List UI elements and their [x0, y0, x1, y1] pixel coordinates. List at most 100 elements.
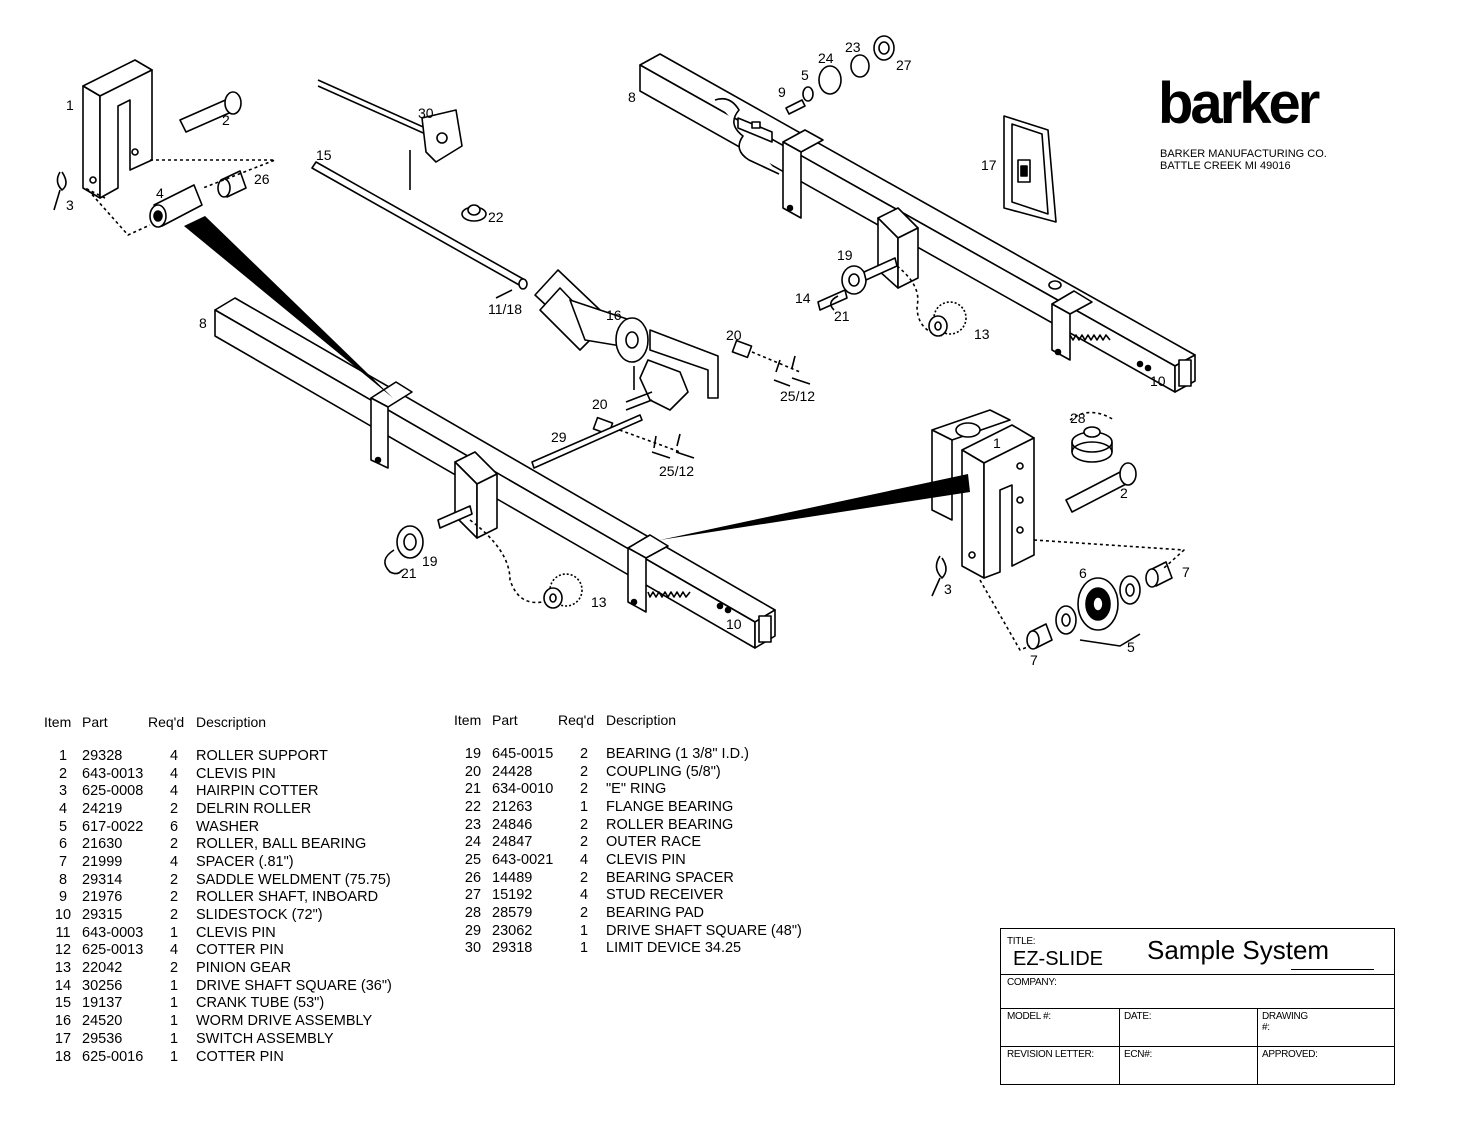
cell-description: CLEVIS PIN	[606, 851, 686, 868]
cell-reqd: 4	[170, 853, 179, 870]
cell-item: 29	[464, 922, 482, 939]
cell-item: 12	[54, 942, 72, 959]
date-label: DATE:	[1124, 1011, 1152, 1022]
cell-reqd: 4	[580, 851, 589, 868]
header-description: Description	[606, 712, 677, 728]
callout-13-upper: 13	[974, 326, 990, 342]
cell-part: 643-0003	[82, 924, 144, 941]
callout-28: 28	[1070, 410, 1086, 426]
cell-item: 5	[58, 818, 68, 835]
company-label: COMPANY:	[1007, 977, 1057, 988]
cell-description: SADDLE WELDMENT (75.75)	[196, 871, 391, 888]
callout-2-right: 2	[1120, 485, 1128, 501]
cell-part: 29318	[492, 940, 533, 957]
cell-reqd: 2	[170, 907, 179, 924]
lower-bearing-assembly	[384, 505, 583, 609]
callout-14: 14	[795, 290, 811, 306]
cell-part: 15192	[492, 887, 533, 904]
parts-table-row: 12 625-0013 4 COTTER PIN	[44, 942, 392, 960]
limit-device	[317, 79, 463, 190]
callout-8-upper: 8	[628, 89, 636, 105]
callout-24: 24	[818, 50, 834, 66]
cell-item: 22	[464, 798, 482, 815]
detail-pointer-left	[184, 216, 393, 398]
cell-description: COTTER PIN	[196, 942, 284, 959]
callout-1-right: 1	[993, 435, 1001, 451]
callout-16: 16	[606, 307, 622, 323]
cell-part: 625-0013	[82, 942, 144, 959]
cell-item: 21	[464, 781, 482, 798]
callout-21-lower: 21	[401, 565, 417, 581]
callout-13-lower: 13	[591, 594, 607, 610]
cell-part: 21630	[82, 836, 123, 853]
header-part: Part	[82, 714, 108, 730]
cell-reqd: 2	[580, 834, 589, 851]
cell-reqd: 1	[170, 1013, 179, 1030]
callout-4: 4	[156, 185, 164, 201]
ecn-label: ECN#:	[1124, 1049, 1152, 1060]
cell-part: 21999	[82, 853, 123, 870]
cell-description: PINION GEAR	[196, 960, 292, 977]
callout-19-upper: 19	[837, 247, 853, 263]
upper-bearing-assembly	[817, 257, 967, 337]
exploded-assembly-drawing: 1 2 3 4 26 30 15 22 11/18 8 8 16 9 5 24 …	[53, 35, 1196, 668]
cell-item: 15	[54, 995, 72, 1012]
revision-letter-label: REVISION LETTER:	[1007, 1049, 1094, 1060]
callout-6: 6	[1079, 565, 1087, 581]
roller-shaft-parts	[785, 35, 895, 115]
cell-reqd: 2	[580, 763, 589, 780]
cell-item: 8	[58, 871, 68, 888]
cell-item: 25	[464, 851, 482, 868]
callout-10-lower: 10	[726, 616, 742, 632]
roller-support-group-left	[53, 59, 276, 236]
cell-item: 6	[58, 836, 68, 853]
cell-item: 23	[464, 816, 482, 833]
cell-reqd: 1	[580, 798, 589, 815]
cell-part: 645-0015	[492, 745, 554, 762]
cell-description: DELRIN ROLLER	[196, 800, 312, 817]
cell-item: 19	[464, 745, 482, 762]
cell-description: LIMIT DEVICE 34.25	[606, 940, 742, 957]
approved-label: APPROVED:	[1262, 1049, 1318, 1060]
cell-reqd: 2	[580, 905, 589, 922]
callout-11-18: 11/18	[488, 301, 522, 317]
callout-25-12-lower: 25/12	[659, 463, 694, 479]
cell-reqd: 4	[170, 942, 179, 959]
callout-labels: 1 2 3 4 26 30 15 22 11/18 8 8 16 9 5 24 …	[66, 39, 1190, 668]
callout-20-upper: 20	[726, 327, 742, 343]
cell-item: 20	[464, 763, 482, 780]
header-item: Item	[454, 712, 482, 728]
callout-10-upper: 10	[1150, 373, 1166, 389]
cell-item: 16	[54, 1013, 72, 1030]
header-item: Item	[44, 714, 72, 730]
callout-27: 27	[896, 57, 912, 73]
callout-20-lower: 20	[592, 396, 608, 412]
cell-part: 21976	[82, 889, 123, 906]
cell-description: SPACER (.81")	[196, 853, 294, 870]
cell-description: BEARING PAD	[606, 905, 705, 922]
company-row: COMPANY:	[1001, 974, 1394, 1009]
callout-15: 15	[316, 147, 332, 163]
callout-22: 22	[488, 209, 504, 225]
cell-reqd: 1	[580, 922, 589, 939]
cell-item: 27	[464, 887, 482, 904]
cell-reqd: 2	[580, 745, 589, 762]
coupling-lower	[592, 416, 695, 459]
callout-1: 1	[66, 97, 74, 113]
callout-2: 2	[222, 112, 230, 128]
cell-part: 28579	[492, 905, 533, 922]
detail-pointer-right	[660, 474, 970, 540]
